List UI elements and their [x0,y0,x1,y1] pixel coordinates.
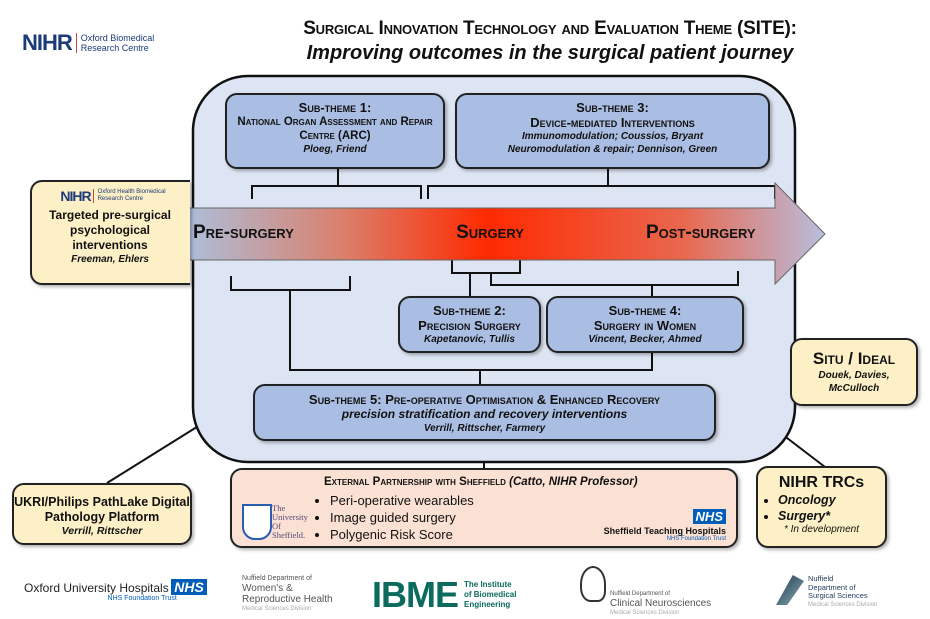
nhs-mark: NHS [692,509,726,524]
list-item: Oncology [778,492,885,508]
connectors [230,168,776,385]
patient-journey-arrow [175,181,826,286]
logo-line: Nuffield Department of [610,591,670,597]
trc-list: Oncology Surgery* [758,492,885,524]
box-title: Targeted pre-surgical psychological inte… [49,208,171,252]
sheffield-title: External Partnership with Sheffield (Cat… [324,476,638,488]
nihr-mark: NIHR [60,188,91,204]
logo-sub: Medical Sciences Division [242,606,312,612]
ouh-name: Oxford University Hospitals [24,581,169,595]
subtheme-detail: Immunomodulation; Coussios, Bryant [521,131,704,142]
box-people: Douek, Davies, McCulloch [818,370,890,394]
partnership-list: Peri-operative wearables Image guided su… [314,492,474,543]
logo-line: Nuffield Department of [242,575,312,582]
subtheme-title: National Organ Assessment and Repair Cen… [237,116,433,142]
logo-line: Department of [808,582,856,592]
connector-pathlake [106,424,201,484]
ouh-sub: NHS Foundation Trust [107,595,177,602]
logo-line2: Research Centre [80,43,149,53]
logo-line: Women's & [242,583,293,594]
trc-note: * In development [783,524,860,535]
subtheme-title: precision stratification and recovery in… [341,407,628,421]
brain-head-icon [580,566,606,602]
subtheme-title: Device-mediated Interventions [530,115,695,130]
logo-line: The Institute [464,580,512,589]
subtheme-people: Vincent, Becker, Ahmed [588,334,702,345]
box-people: Verrill, Rittscher [61,525,143,537]
subtheme-1-box: Sub-theme 1: National Organ Assessment a… [225,93,445,169]
box-title: Situ / Ideal [812,349,896,368]
subtheme-title: Surgery in Women [593,318,697,333]
ibme-mark: IBME [372,574,459,615]
subtheme-people: Kapetanovic, Tullis [424,334,515,345]
partnership-note: (Catto, NIHR Professor) [509,476,638,488]
subtheme-detail: Neuromodulation & repair; Dennison, Gree… [507,144,718,155]
subtheme-heading: Sub-theme 1: [298,100,372,115]
pathlake-box: UKRI/Philips PathLake Digital Pathology … [12,483,192,545]
label-surgery: Surgery [456,222,524,243]
university-of-sheffield-logo: The University Of Sheffield. [272,503,308,540]
box-title: UKRI/Philips PathLake Digital Pathology … [14,495,190,524]
ouh-logo: Oxford University Hospitals NHS NHS Foun… [24,579,207,604]
subtheme-heading: Sub-theme 2: [433,303,506,318]
box-title: NIHR TRCs [778,474,865,491]
logo-line: Engineering [464,600,511,609]
logo-line: Nuffield [808,574,834,583]
list-item: Image guided surgery [330,509,474,526]
subtheme-2-box: Sub-theme 2: Precision Surgery Kapetanov… [398,296,541,353]
page-subtitle: Improving outcomes in the surgical patie… [306,42,794,64]
list-item: Polygenic Risk Score [330,526,474,543]
label-pre-surgery: Pre-surgery [193,222,294,243]
subtheme-3-box: Sub-theme 3: Device-mediated Interventio… [455,93,770,169]
logo-line: Clinical Neurosciences [610,598,712,609]
clinical-neurosciences-logo: Nuffield Department of Clinical Neurosci… [610,590,711,617]
logo-line: Surgical Sciences [808,591,868,600]
logo-line: Reproductive Health [242,594,333,605]
subtheme-heading: Sub-theme 5: Pre-operative Optimisation … [308,392,661,407]
subtheme-title: Precision Surgery [418,318,521,333]
university-crest-icon [242,504,272,540]
list-item: Surgery* [778,508,885,524]
nhs-trust-name: Sheffield Teaching Hospitals [603,526,726,536]
nihr-trcs-box: NIHR TRCs Oncology Surgery* * In develop… [756,466,887,548]
site-panel [191,74,797,464]
logo-line1: Oxford Health Biomedical [97,189,166,195]
nhs-trust-sub: NHS Foundation Trust [666,536,726,542]
wrh-logo: Nuffield Department of Women's & Reprodu… [242,574,333,614]
subtheme-heading: Sub-theme 4: [608,303,682,318]
subtheme-people: Verrill, Rittscher, Farmery [423,423,546,434]
surgical-sciences-logo: Nuffield Department of Surgical Sciences… [808,574,878,609]
box-people: Freeman, Ehlers [71,254,149,265]
nhs-mark: NHS [171,579,207,595]
list-item: Peri-operative wearables [330,492,474,509]
subtheme-4-box: Sub-theme 4: Surgery in Women Vincent, B… [546,296,744,353]
subtheme-5-box: Sub-theme 5: Pre-operative Optimisation … [253,384,716,441]
logo-sub: Medical Sciences Division [808,601,878,608]
nihr-mark: NIHR [22,30,73,55]
situ-ideal-box: Situ / Ideal Douek, Davies, McCulloch [790,338,918,406]
logo-line1: Oxford Biomedical [80,33,155,43]
subtheme-people: Ploeg, Friend [303,144,367,155]
sheffield-partnership-box: The University Of Sheffield. External Pa… [230,468,738,548]
logo-line: of Biomedical [464,590,517,599]
sheffield-nhs-logo: NHS Sheffield Teaching Hospitals NHS Fou… [604,508,726,542]
logo-line2: Research Centre [97,196,143,202]
subtheme-heading: Sub-theme 3: [576,100,649,115]
page-title: Surgical Innovation Technology and Evalu… [303,18,797,39]
partnership-title: External Partnership with Sheffield [324,476,506,488]
logo-sub: Medical Sciences Division [610,610,680,616]
label-post-surgery: Post-surgery [646,222,756,243]
